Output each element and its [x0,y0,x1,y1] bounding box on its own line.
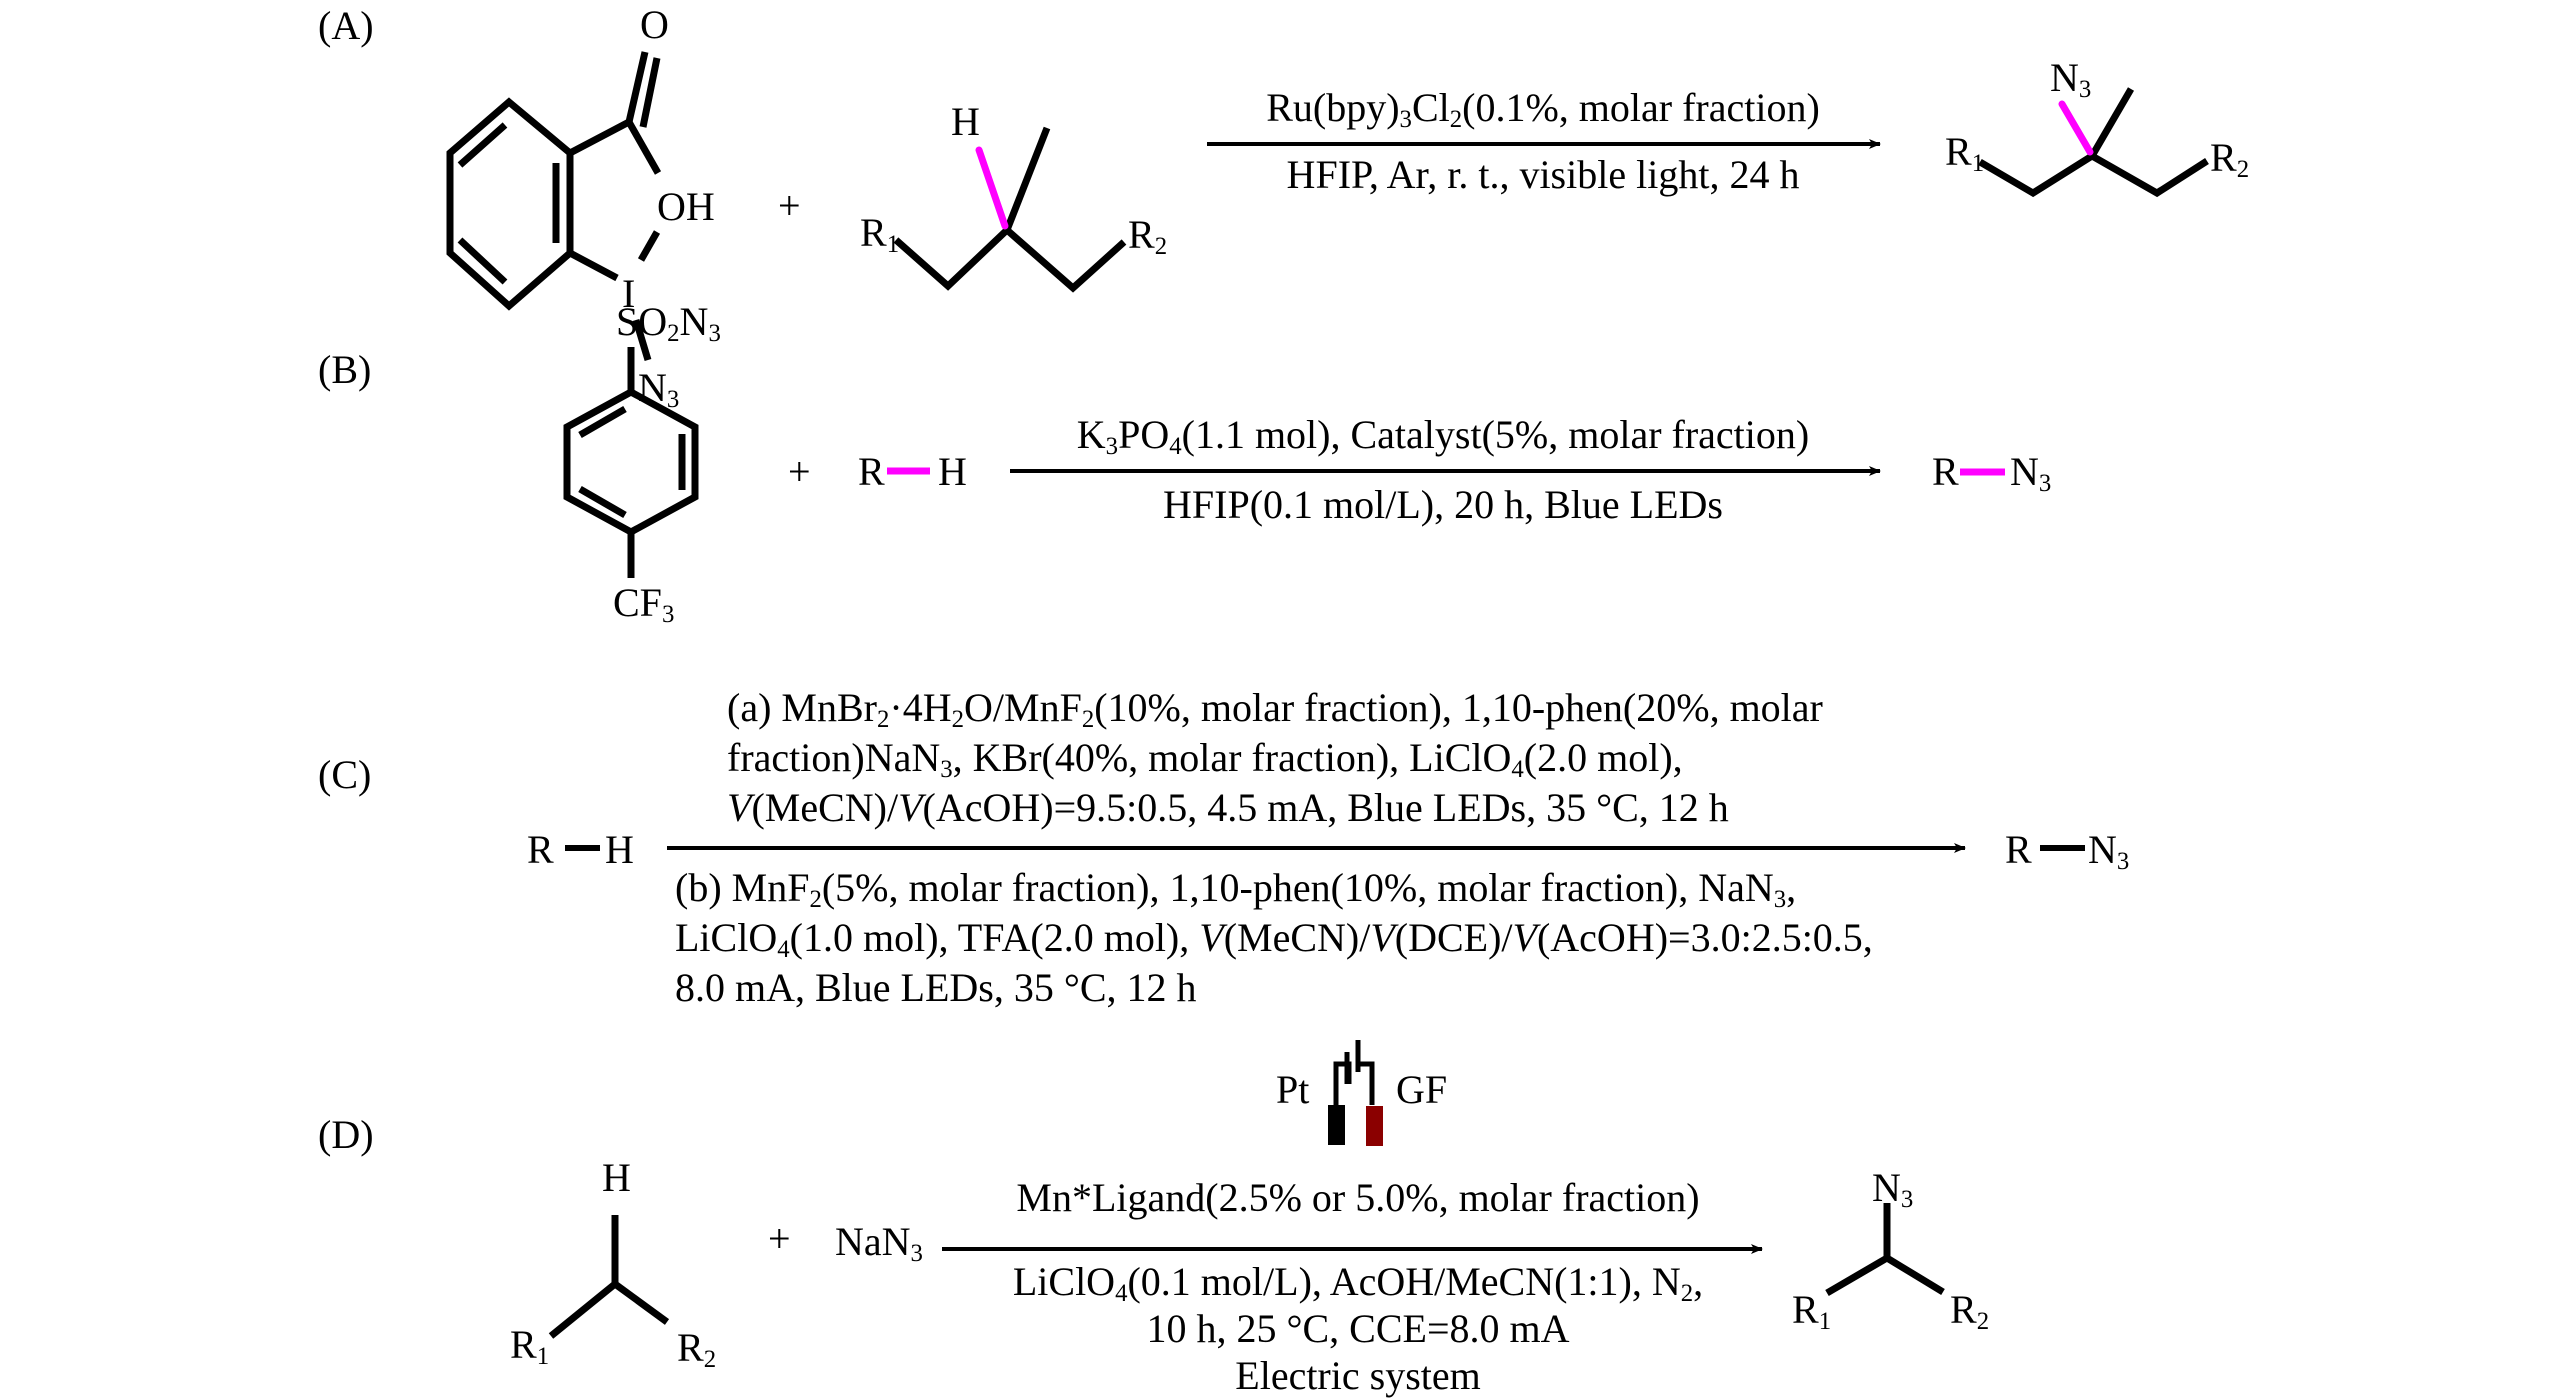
electrolysis-cell-icon [1333,1040,1375,1105]
scheme-a-product-skeleton [1978,87,2209,198]
scheme-c-conditions-a-line2: fraction)NaN3, KBr(40%, molar fraction),… [727,735,1683,784]
r2-label: R2 [677,1325,717,1374]
o-to-i-bond [637,230,661,262]
product-r1-label: R1 [1945,129,1985,178]
r1-label: R1 [860,210,900,259]
r-label: R [858,449,885,494]
carbonyl-bond [625,51,649,123]
c-r1-bond [548,1281,618,1339]
hydrogen-label: H [938,449,967,494]
product-azide-label: N3 [2010,449,2052,498]
scheme-d-label: (D) [318,1112,374,1157]
product-azide-label: N3 [2050,55,2092,104]
scheme-a-benziodoxole-structure [446,51,662,362]
r1-label: R1 [510,1322,550,1371]
r-label: R [527,827,554,872]
product-r2-label: R2 [1950,1287,1990,1336]
sodium-azide-label: NaN3 [835,1219,923,1268]
product-azide-label: N3 [2088,827,2130,876]
benzene-ring [446,97,574,311]
product-r-label: R [1932,449,1959,494]
scheme-b-aryl-sulfonyl-azide-structure [563,347,699,578]
scheme-a-catalyst-conditions: Ru(bpy)3Cl2(0.1%, molar fraction) [1266,85,1820,134]
scheme-d-conditions-line1: LiClO4(0.1 mol/L), AcOH/MeCN(1:1), N2, [1012,1259,1704,1308]
methyl-bond [1003,126,1051,232]
carbonyl-oxygen-label: O [640,2,669,47]
c-r2-bond [612,1281,670,1325]
scheme-c-conditions-a-line1: (a) MnBr2·4H2O/MnF2(10%, molar fraction)… [727,685,1823,734]
aromatic-double-bond [578,485,627,519]
scheme-b-label: (B) [318,347,372,392]
scheme-d-product-skeleton [1825,1203,1945,1297]
scheme-a-substrate-skeleton [893,126,1127,293]
plus-sign: + [778,183,801,228]
carbonyl-to-o-bond [625,120,662,175]
product-r1-label: R1 [1792,1287,1832,1336]
product-r-label: R [2005,827,2032,872]
scheme-b-reagent-conditions: K3PO4(1.1 mol), Catalyst(5%, molar fract… [1076,412,1810,461]
scheme-b-reaction-conditions: HFIP(0.1 mol/L), 20 h, Blue LEDs [1163,482,1723,527]
scheme-c-conditions-b-line2: LiClO4(1.0 mol), TFA(2.0 mol), V(MeCN)/V… [675,915,1873,964]
scheme-c-conditions-b-line1: (b) MnF2(5%, molar fraction), 1,10-phen(… [675,865,1797,914]
product-azide-label: N3 [1872,1165,1914,1214]
carbonyl-double-bond [639,57,661,128]
graphite-felt-electrode [1366,1106,1383,1146]
hydrogen-label: H [605,827,634,872]
scheme-a-highlighted-c-h-bond [975,146,1009,230]
scheme-c-conditions-b-line3: 8.0 mA, Blue LEDs, 35 °C, 12 h [675,965,1197,1010]
ring-to-carbonyl-bond [568,118,631,157]
hydroxyl-label: OH [657,184,715,229]
scheme-a-reaction-conditions: HFIP, Ar, r. t., visible light, 24 h [1286,152,1800,197]
scheme-c-label: (C) [318,752,372,797]
scheme-a-label: (A) [318,3,374,48]
hydrogen-label: H [951,99,980,144]
platinum-electrode [1328,1105,1345,1145]
product-r2-label: R2 [2210,135,2250,184]
hydrogen-label: H [602,1155,631,1200]
aromatic-double-bond [578,405,627,439]
scheme-c-conditions-a-line3: V(MeCN)/V(AcOH)=9.5:0.5, 4.5 mA, Blue LE… [727,785,1729,830]
i-to-n3-bond [632,318,652,362]
scheme-d-catalyst-conditions: Mn*Ligand(2.5% or 5.0%, molar fraction) [1016,1175,1700,1220]
scheme-a-highlighted-c-n3-bond [2058,100,2094,156]
cathode-wire [1358,1061,1375,1105]
anode-label: Pt [1276,1067,1310,1112]
aromatic-double-bond [457,122,508,168]
cathode-label: GF [1396,1067,1448,1112]
alkyl-chain [893,225,1127,293]
iodine-label: I [622,271,636,316]
ring-to-i-bond [568,249,619,282]
sulfonyl-azide-label: SO2N3 [616,299,721,348]
r2-label: R2 [1128,212,1168,261]
c-r2-bond [1885,1255,1945,1295]
plus-sign: + [788,449,811,494]
scheme-d-conditions-line2: 10 h, 25 °C, CCE=8.0 mA [1146,1306,1570,1351]
alkyl-chain [1978,151,2209,198]
scheme-d-conditions-line3: Electric system [1235,1353,1481,1398]
c-r1-bond [1825,1254,1889,1297]
methyl-bond [2088,87,2135,158]
aromatic-double-bond [457,237,508,285]
scheme-d-substrate-skeleton [548,1215,670,1339]
trifluoromethyl-label: CF3 [613,580,675,629]
plus-sign: + [768,1216,791,1261]
azide-label: N3 [638,365,680,414]
